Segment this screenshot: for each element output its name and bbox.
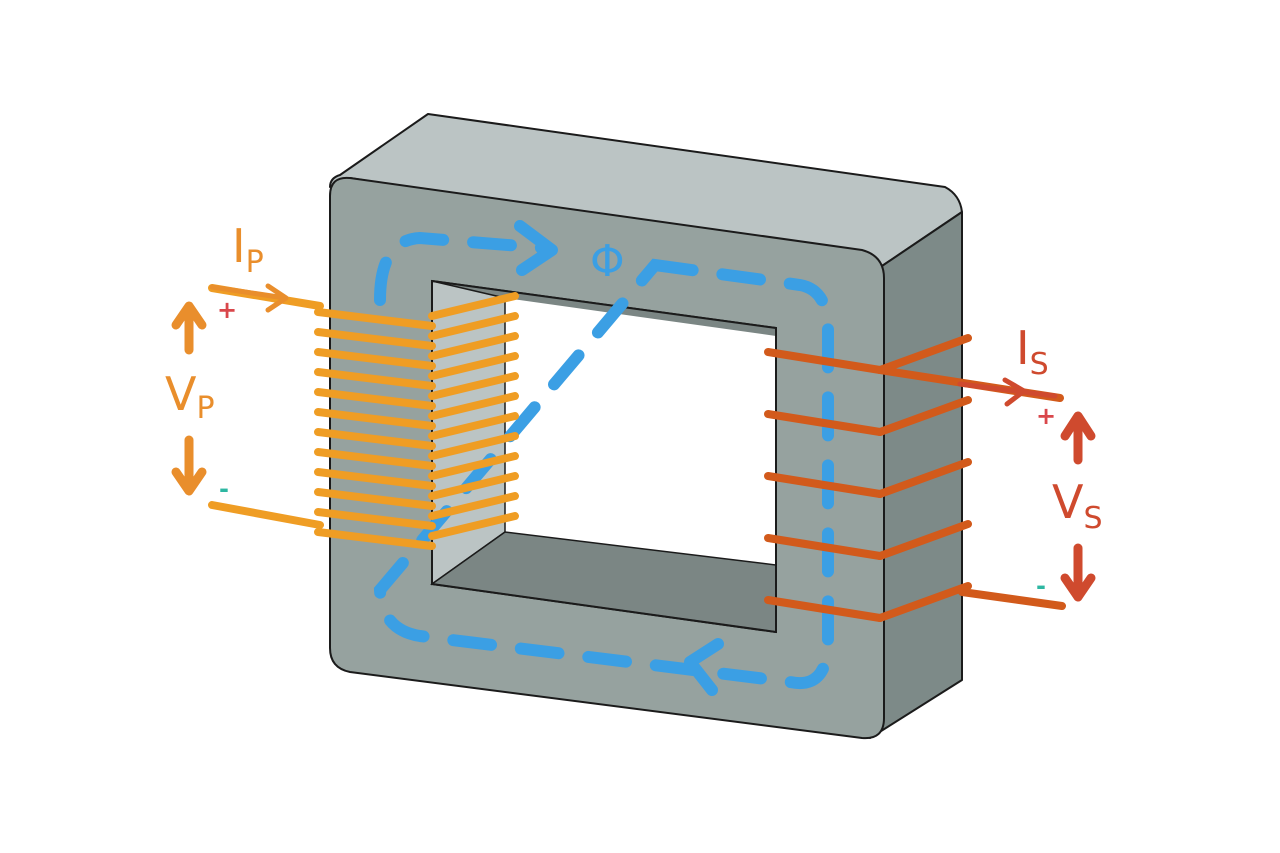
primary-turn — [314, 308, 436, 330]
secondary-current-label: IS — [1016, 321, 1049, 382]
primary-minus-sign: - — [219, 475, 229, 503]
secondary-turn — [764, 410, 884, 436]
primary-turn-back — [428, 312, 519, 340]
secondary-turn — [764, 596, 884, 622]
secondary-minus-sign: - — [1036, 572, 1046, 600]
primary-plus-sign: + — [217, 296, 237, 324]
primary-current-arrow-icon — [209, 283, 289, 313]
secondary-turn-side — [876, 334, 972, 374]
secondary-turn-side — [876, 458, 972, 498]
primary-turn-back — [428, 292, 519, 320]
primary-turn — [314, 348, 436, 370]
primary-turn-back — [428, 352, 519, 380]
primary-turn-back — [428, 432, 519, 460]
transformer-core — [329, 113, 963, 740]
primary-winding — [314, 292, 519, 550]
secondary-turn-side — [876, 396, 972, 436]
primary-turn — [314, 468, 436, 490]
primary-turn-back — [428, 512, 519, 540]
primary-turn-back — [428, 392, 519, 420]
secondary-lead-bottom — [958, 588, 1066, 610]
primary-turn — [314, 408, 436, 430]
primary-turn-back — [428, 372, 519, 400]
primary-turn-back — [428, 332, 519, 360]
secondary-current-arrow-icon — [957, 377, 1058, 407]
primary-turn-back — [428, 452, 519, 480]
primary-voltage-arrows-icon — [171, 301, 207, 496]
flux-arrow-top-icon — [514, 220, 558, 276]
primary-turn — [314, 388, 436, 410]
secondary-turn — [764, 348, 884, 374]
secondary-turn-side — [876, 520, 972, 560]
primary-turn — [314, 448, 436, 470]
primary-turn — [314, 328, 436, 350]
flux-arrow-bottom-icon — [684, 638, 724, 696]
primary-turn-back — [428, 492, 519, 520]
flux-label: Φ — [590, 236, 625, 287]
secondary-turn-side — [876, 582, 972, 622]
primary-turn-back — [428, 412, 519, 440]
secondary-plus-sign: + — [1036, 402, 1056, 430]
secondary-voltage-arrows-icon — [1060, 411, 1096, 602]
secondary-voltage-label: VS — [1052, 475, 1103, 536]
primary-current-label: IP — [232, 219, 264, 280]
flux-loop — [373, 231, 834, 690]
flux-path — [373, 220, 834, 696]
primary-turn — [314, 488, 436, 510]
primary-turn — [314, 508, 436, 530]
primary-turn-back — [428, 472, 519, 500]
primary-turn — [314, 368, 436, 390]
secondary-turn — [764, 472, 884, 498]
primary-turn — [314, 428, 436, 450]
secondary-turn — [764, 534, 884, 560]
primary-lead-bottom — [208, 501, 324, 529]
primary-turn — [314, 528, 436, 550]
primary-voltage-label: VP — [165, 367, 215, 426]
